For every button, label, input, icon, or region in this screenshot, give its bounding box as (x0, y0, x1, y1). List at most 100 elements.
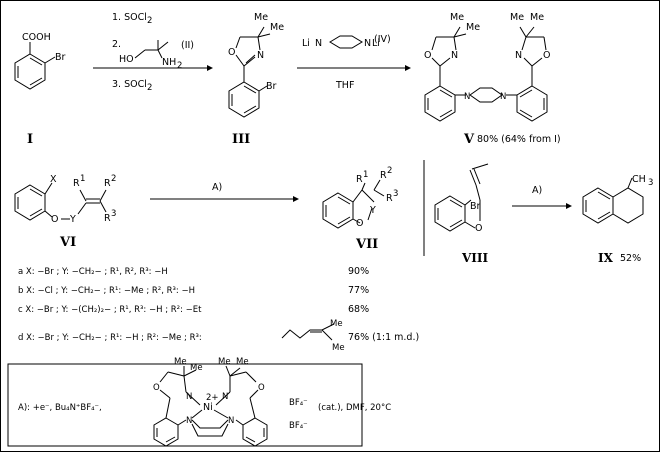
row-b-desc: b X: −Cl ; Y: −CH₂− ; R¹: −Me ; R², R³: … (18, 286, 195, 296)
v-yield: 80% (64% from I) (477, 134, 561, 145)
viii-o: O (475, 223, 482, 234)
label-V: V (463, 132, 475, 147)
conditions-box (7, 363, 363, 447)
conditions-suffix: (cat.), DMF, 20°C (318, 403, 391, 413)
cooh-label: COOH (22, 32, 51, 43)
iii-me2: Me (270, 22, 284, 33)
vii-r3-sup: 3 (393, 189, 398, 199)
row-d-yield: 76% (1:1 m.d.) (348, 332, 419, 343)
ho-label: HO (119, 54, 134, 65)
bf4-1: BF₄⁻ (289, 398, 308, 408)
reagent-IV-label: (IV) (374, 34, 391, 45)
row-d-me2: Me (332, 343, 345, 353)
vii-r3: R (386, 193, 393, 204)
v-me2: Me (466, 22, 480, 33)
bf4-2: BF₄⁻ (289, 421, 308, 431)
iii-n-label: N (257, 50, 264, 61)
conditions-prefix: A): +e⁻, Bu₄N⁺BF₄⁻, (18, 403, 102, 413)
v-n-ox-right: N (515, 50, 522, 61)
compound-VIII: Br O VIII (434, 163, 489, 265)
v-o-right: O (543, 50, 550, 61)
compound-III: Br O N Me Me III (228, 12, 284, 147)
row-b-yield: 77% (348, 285, 369, 296)
ni-o-right: O (258, 383, 265, 393)
label-III: III (232, 132, 250, 147)
li-right: Li (372, 38, 380, 49)
reagent-II-label: (II) (181, 40, 194, 51)
label-I: I (27, 132, 33, 147)
row-a-yield: 90% (348, 266, 369, 277)
arrow-A-label: A) (212, 182, 222, 193)
label-VI: VI (59, 235, 76, 250)
ni-n-amine-right: N (228, 416, 234, 426)
arrow-A-main: A) (150, 182, 299, 202)
cond1-sub: 2 (147, 16, 152, 26)
v-n-ox-left: N (451, 50, 458, 61)
vi-r3: R (104, 213, 111, 224)
ni-me1: Me (174, 357, 187, 367)
prenyl-chain (281, 323, 335, 339)
ni-center: Ni (203, 402, 213, 413)
cond3-text: 3. SOCl (112, 79, 147, 90)
ni-o-left: O (153, 383, 160, 393)
row-d-desc: d X: −Br ; Y: −CH₂− ; R¹: −H ; R²: −Me ;… (18, 333, 202, 343)
vi-x: X (50, 174, 57, 185)
ni-n-ox-left: N (186, 392, 192, 402)
row-a-desc: a X: −Br ; Y: −CH₂− ; R¹, R², R³: −H (18, 267, 168, 277)
vi-r1: R (73, 178, 80, 189)
vi-r3-sup: 3 (111, 209, 116, 219)
ix-ch3: CH (632, 174, 646, 185)
iii-br-label: Br (266, 81, 277, 92)
vi-r1-sup: 1 (80, 174, 85, 184)
compound-I: COOH Br I (14, 32, 66, 147)
ni-charge: 2+ (206, 393, 219, 403)
vi-o: O (51, 214, 58, 225)
ni-me3: Me (218, 357, 231, 367)
n-left: N (315, 38, 322, 49)
vii-r2: R (380, 170, 387, 181)
nh2-label: NH (162, 57, 176, 68)
cond1-text: 1. SOCl (112, 12, 147, 23)
compound-V: N N O N Me Me N O Me Me V 80% (64% from … (424, 12, 561, 147)
v-me1: Me (450, 12, 464, 23)
vi-y: Y (69, 214, 76, 225)
v-me4: Me (530, 12, 544, 23)
iii-o-label: O (228, 47, 235, 58)
br-label: Br (55, 52, 66, 63)
compound-IX: CH 3 IX 52% (582, 174, 653, 265)
conditions-A: A): +e⁻, Bu₄N⁺BF₄⁻, Ni 2+ O N Me Me O N (7, 357, 391, 447)
ix-ch3-sub: 3 (648, 178, 653, 188)
v-n-right: N (500, 92, 506, 102)
vii-o: O (356, 218, 363, 229)
iii-me1: Me (254, 12, 268, 23)
ni-n-ox-right: N (222, 392, 228, 402)
n-right: N (364, 38, 371, 49)
label-IX: IX (598, 251, 614, 265)
compound-VI: X O Y R 1 R 2 R 3 VI (14, 174, 116, 250)
nh2-sub: 2 (177, 61, 182, 71)
label-VIII: VIII (461, 251, 489, 265)
substituent-table: a X: −Br ; Y: −CH₂− ; R¹, R², R³: −H 90%… (18, 266, 419, 353)
label-VII: VII (355, 237, 378, 252)
cond2-text: 2. (112, 39, 121, 50)
cond3-sub: 2 (147, 83, 152, 93)
arrow-A-right: A) (512, 185, 572, 209)
viii-br: Br (470, 201, 481, 212)
solvent-thf: THF (335, 80, 354, 91)
vi-r2-sup: 2 (111, 174, 116, 184)
arrow-step2: Li N N Li (IV) THF (297, 34, 411, 91)
compound-VII: O Y R 1 R 2 R 3 VII (322, 166, 398, 252)
vii-r1-sup: 1 (363, 170, 368, 180)
arrow-A2-label: A) (532, 185, 542, 196)
v-n-left: N (464, 92, 470, 102)
ni-me4: Me (236, 357, 249, 367)
vi-r2: R (104, 178, 111, 189)
vii-r2-sup: 2 (387, 166, 392, 176)
row-c-yield: 68% (348, 304, 369, 315)
vii-y: Y (369, 205, 376, 216)
row-d-me1: Me (330, 319, 343, 329)
arrow-step1: 1. SOCl 2 2. 3. SOCl 2 HO NH 2 (II) (93, 12, 213, 93)
ni-me2: Me (190, 363, 203, 373)
vii-r1: R (356, 174, 363, 185)
